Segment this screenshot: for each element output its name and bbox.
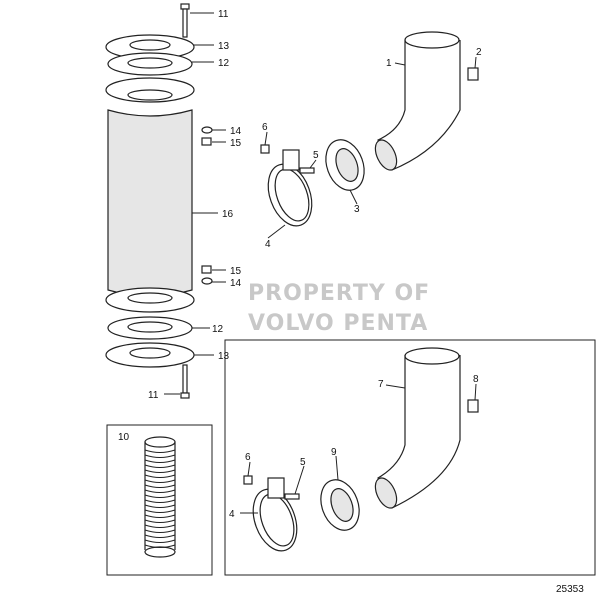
label-15-bottom: 15 bbox=[230, 266, 242, 277]
top-washer-nut bbox=[201, 126, 213, 146]
bottom-bolt bbox=[180, 364, 190, 399]
silencer-body bbox=[105, 77, 195, 313]
bellows-rib bbox=[144, 524, 176, 528]
inset-label-8: 8 bbox=[473, 374, 479, 385]
label-13-top: 13 bbox=[218, 41, 230, 52]
bellows-rib bbox=[144, 469, 176, 473]
exhaust-elbow bbox=[374, 31, 461, 171]
bellows-rib bbox=[144, 484, 176, 488]
inset-label-4: 4 bbox=[229, 509, 235, 520]
label-11-bottom: 11 bbox=[148, 390, 159, 401]
top-bolt bbox=[180, 3, 190, 38]
inset-v-clamp bbox=[252, 477, 300, 552]
label-2: 2 bbox=[476, 47, 482, 58]
label-5: 5 bbox=[313, 150, 319, 161]
label-1: 1 bbox=[386, 58, 392, 69]
bellows-rib bbox=[144, 529, 176, 533]
label-6: 6 bbox=[262, 122, 268, 133]
bellows-rib bbox=[144, 474, 176, 478]
label-4: 4 bbox=[265, 239, 271, 250]
label-12-bottom: 12 bbox=[212, 324, 224, 335]
bellows-rib bbox=[144, 534, 176, 538]
clamp-nut bbox=[260, 144, 270, 154]
bellows-rib bbox=[144, 504, 176, 508]
bellows-rib bbox=[144, 499, 176, 503]
bellows-rib bbox=[144, 514, 176, 518]
label-16: 16 bbox=[222, 209, 234, 220]
bellows-rib bbox=[144, 459, 176, 463]
inset-label-10: 10 bbox=[118, 432, 130, 443]
label-3: 3 bbox=[354, 204, 360, 215]
inset-sealing-ring bbox=[320, 479, 360, 531]
bellows-rib bbox=[144, 489, 176, 493]
inset-elbow-bolt bbox=[467, 399, 479, 413]
top-gasket bbox=[107, 52, 193, 76]
label-14-top: 14 bbox=[230, 126, 242, 137]
inset-label-5: 5 bbox=[300, 457, 306, 468]
bellows-rib bbox=[144, 509, 176, 513]
top-flange bbox=[105, 34, 195, 60]
label-13-bottom: 13 bbox=[218, 351, 230, 362]
label-14-bottom: 14 bbox=[230, 278, 242, 289]
inset-frame-left bbox=[106, 424, 213, 576]
v-clamp bbox=[267, 149, 315, 227]
sealing-ring bbox=[325, 139, 365, 191]
label-11-top: 11 bbox=[218, 9, 229, 20]
inset-label-9: 9 bbox=[331, 447, 337, 458]
inset-exhaust-elbow bbox=[374, 347, 461, 509]
watermark-line-2: VOLVO PENTA bbox=[248, 311, 428, 336]
bellows-rib bbox=[144, 454, 176, 458]
bottom-gasket bbox=[107, 316, 193, 340]
label-12-top: 12 bbox=[218, 58, 230, 69]
bellows-rib bbox=[144, 539, 176, 543]
label-15-top: 15 bbox=[230, 138, 242, 149]
elbow-bolt bbox=[467, 67, 479, 81]
bellows-rib bbox=[144, 479, 176, 483]
bellows-rib bbox=[144, 464, 176, 468]
bellows-rib bbox=[144, 449, 176, 453]
bellows-rib bbox=[144, 494, 176, 498]
inset-frame-right bbox=[224, 339, 596, 576]
flexible-bellows bbox=[144, 436, 176, 558]
bottom-flange bbox=[105, 342, 195, 368]
inset-label-6: 6 bbox=[245, 452, 251, 463]
figure-number: 25353 bbox=[556, 584, 584, 595]
bellows-rib bbox=[144, 544, 176, 548]
bellows-rib bbox=[144, 519, 176, 523]
bottom-washer-nut bbox=[201, 265, 213, 285]
inset-label-7: 7 bbox=[378, 379, 384, 390]
inset-clamp-nut bbox=[243, 475, 253, 485]
watermark-line-1: PROPERTY OF bbox=[248, 281, 430, 306]
